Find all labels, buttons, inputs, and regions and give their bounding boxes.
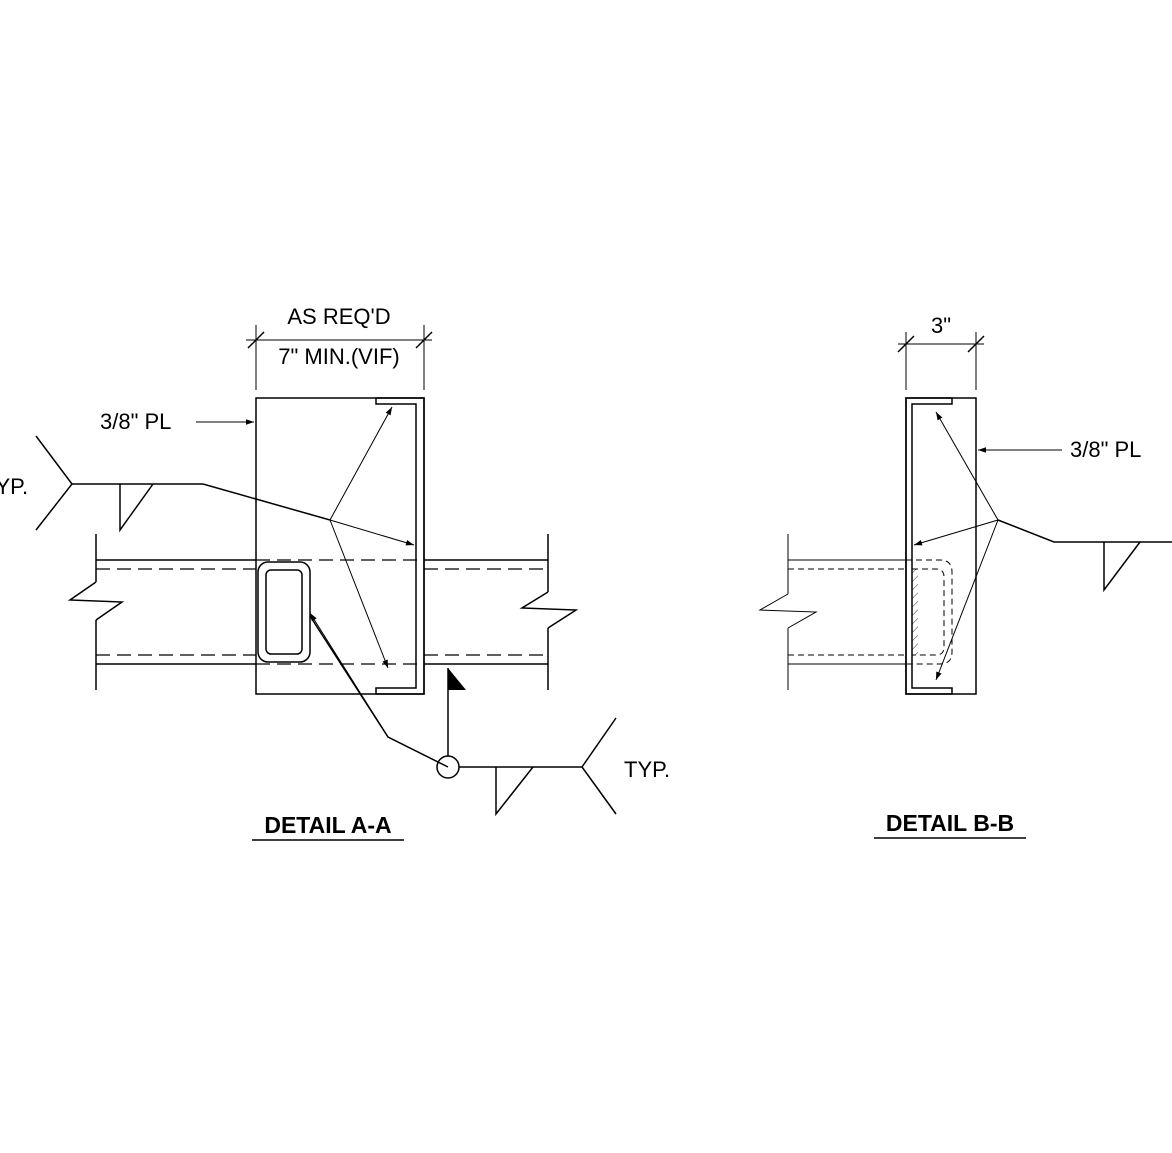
- detail-b-bent-plate: [905, 397, 953, 695]
- detail-a-tube-section: [257, 561, 311, 663]
- detail-b-dim-label: 3": [931, 313, 951, 338]
- detail-a-dimension: AS REQ'D 7" MIN.(VIF): [246, 304, 433, 390]
- detail-a-weld-right-label: TYP.: [624, 757, 670, 782]
- detail-a-dim-bottom-label: 7" MIN.(VIF): [278, 344, 399, 369]
- detail-b-title: DETAIL B-B: [886, 810, 1014, 836]
- detail-a-title: DETAIL A-A: [264, 812, 391, 838]
- detail-a-weld-left-label: TYP.: [0, 474, 28, 499]
- detail-a-plate-label: 3/8" PL: [100, 409, 171, 434]
- detail-b-weld-symbol: [913, 411, 1172, 681]
- detail-a: AS REQ'D 7" MIN.(VIF) 3/8" PL: [0, 304, 670, 841]
- detail-b: 3" 3/8" PL: [758, 313, 1172, 839]
- detail-a-bent-plate: [375, 397, 425, 695]
- detail-a-beam: [67, 534, 579, 690]
- detail-b-dimension: 3": [897, 313, 985, 390]
- detail-a-dim-top-label: AS REQ'D: [287, 304, 390, 329]
- detail-a-weld-symbol-left: TYP.: [0, 406, 415, 669]
- detail-b-plate-label: 3/8" PL: [1070, 437, 1141, 462]
- detail-a-weld-symbol-right: TYP.: [309, 612, 670, 817]
- detail-a-section-flag: [447, 668, 466, 756]
- detail-b-beam: [758, 534, 953, 690]
